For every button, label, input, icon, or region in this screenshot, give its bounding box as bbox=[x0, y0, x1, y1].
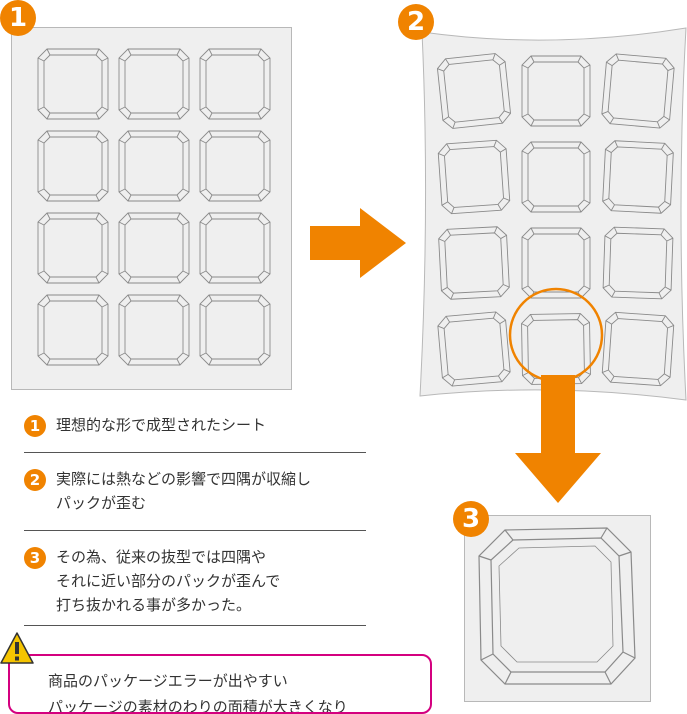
note-2-text: 実際には熱などの影響で四隅が収縮し パックが歪む bbox=[56, 470, 312, 512]
pocket bbox=[118, 130, 190, 202]
note-3-badge: 3 bbox=[24, 547, 46, 569]
step-3-badge: 3 bbox=[453, 501, 489, 537]
warning-box: 商品のパッケージエラーが出やすい パッケージの素材のわりの面積が大きくなり bbox=[8, 654, 432, 714]
note-1-text: 理想的な形で成型されたシート bbox=[56, 416, 267, 434]
pocket bbox=[438, 226, 510, 300]
pocket bbox=[437, 311, 511, 387]
pocket bbox=[521, 141, 591, 213]
step-2-badge: 2 bbox=[398, 4, 434, 40]
note-2-badge: 2 bbox=[24, 469, 46, 491]
warning-triangle-icon bbox=[0, 632, 34, 664]
pocket bbox=[37, 48, 109, 120]
arrow-right-icon bbox=[310, 208, 406, 278]
pocket bbox=[437, 53, 511, 129]
divider-1 bbox=[24, 452, 366, 453]
arrow-down-icon bbox=[515, 375, 601, 503]
ideal-pocket-grid bbox=[37, 48, 271, 366]
zoomed-pocket bbox=[478, 527, 636, 685]
distorted-sheet bbox=[419, 27, 687, 401]
zoomed-pocket-panel bbox=[464, 515, 651, 702]
note-1-badge: 1 bbox=[24, 415, 46, 437]
pocket bbox=[199, 212, 271, 284]
warning-line-2: パッケージの素材のわりの面積が大きくなり bbox=[48, 698, 348, 714]
pocket bbox=[37, 130, 109, 202]
divider-3 bbox=[24, 625, 366, 626]
pocket bbox=[199, 294, 271, 366]
pocket bbox=[37, 294, 109, 366]
warning-line-1: 商品のパッケージエラーが出やすい bbox=[48, 672, 288, 690]
pocket bbox=[437, 139, 511, 215]
step-1-badge: 1 bbox=[0, 0, 36, 36]
pocket bbox=[602, 140, 674, 214]
pocket bbox=[37, 212, 109, 284]
pocket bbox=[521, 55, 591, 127]
pocket bbox=[199, 48, 271, 120]
pocket bbox=[521, 313, 591, 385]
pocket bbox=[118, 212, 190, 284]
pocket bbox=[199, 130, 271, 202]
pocket bbox=[521, 227, 591, 299]
pocket bbox=[601, 311, 675, 387]
ideal-sheet bbox=[11, 27, 292, 390]
pocket bbox=[601, 53, 675, 129]
distorted-pocket-grid bbox=[437, 53, 675, 387]
note-3-text: その為、従来の抜型では四隅や それに近い部分のパックが歪んで 打ち抜かれる事が多… bbox=[56, 548, 281, 614]
pocket bbox=[118, 48, 190, 120]
pocket bbox=[118, 294, 190, 366]
pocket bbox=[602, 226, 674, 300]
divider-2 bbox=[24, 530, 366, 531]
